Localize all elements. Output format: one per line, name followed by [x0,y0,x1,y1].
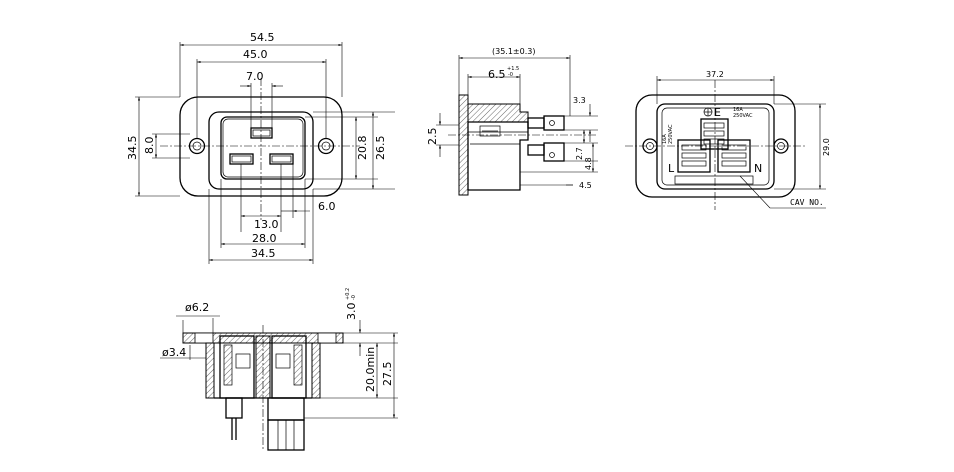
dim-hole-spacing: 45.0 [243,48,268,61]
dim-overall-width: 54.5 [250,31,275,44]
rating-voltage: 250VAC [733,113,753,119]
dim-terminal-thickness: 3.3 [573,96,586,105]
dim-rear-width: 37.2 [706,70,724,79]
dim-flange-tol-lower: -0 [351,295,357,300]
earth-label: E [714,106,721,119]
side-view: (35.1±0.3) 6.5 +1.5 -0 2.5 3.3 2.7 4.8 4… [426,47,598,196]
dim-flange-tol-upper: +0.2 [345,288,351,300]
rating-left-a: 16A [662,134,668,144]
dim-panel-range: 6.5 [488,68,506,81]
earth-pin-slot [250,127,273,139]
rating-left-b: 250VAC [668,124,674,144]
neutral-pin-slot [269,153,294,165]
dim-panel-range-tol-upper: +1.5 [507,66,519,72]
line-pin-slot [229,153,254,165]
dim-rear-height: 29.0 [822,138,831,156]
dim-min-depth: 20.0min [364,347,377,392]
dim-opening-width: 28.0 [252,232,277,245]
front-view: 54.5 45.0 7.0 34.5 8.0 20.8 26.5 13 [126,31,395,264]
rear-hole-right [773,138,789,154]
dim-total-depth: 27.5 [381,362,394,387]
front-opening [220,116,306,180]
dim-terminal-pitch: 4.8 [584,157,593,170]
dim-pin-spacing: 13.0 [254,218,279,231]
cav-label: CAV NO. [790,198,824,207]
dim-hole-large: ø6.2 [185,301,209,314]
dim-earth-pin-width: 7.0 [246,70,264,83]
dim-body-height: 26.5 [374,136,387,161]
rating-current: 16A [733,107,743,113]
dim-terminal-width: 4.5 [579,181,592,190]
dim-hole-small: ø3.4 [162,346,186,359]
dim-body-width: 34.5 [251,247,276,260]
dim-opening-height: 20.8 [356,136,369,161]
neutral-label: N [754,162,762,175]
dim-overall-height: 34.5 [126,136,139,161]
dim-flange: 2.5 [426,128,439,146]
dim-terminal-gap: 2.7 [575,147,584,160]
dim-hole-offset: 8.0 [143,137,156,155]
dim-overall-depth: (35.1±0.3) [492,47,535,56]
line-label: L [668,162,675,175]
rear-view: E 16A 250VAC 16A 250VAC L N CAV NO. 37.2 [625,70,831,210]
dim-panel-range-tol-lower: -0 [508,72,513,78]
dim-flange-thickness: 3.0 [345,303,358,321]
dim-pin-gap: 6.0 [318,200,336,213]
section-view: ø6.2 ø3.4 3.0 +0.2 -0 20.0min 27.5 [160,288,398,451]
